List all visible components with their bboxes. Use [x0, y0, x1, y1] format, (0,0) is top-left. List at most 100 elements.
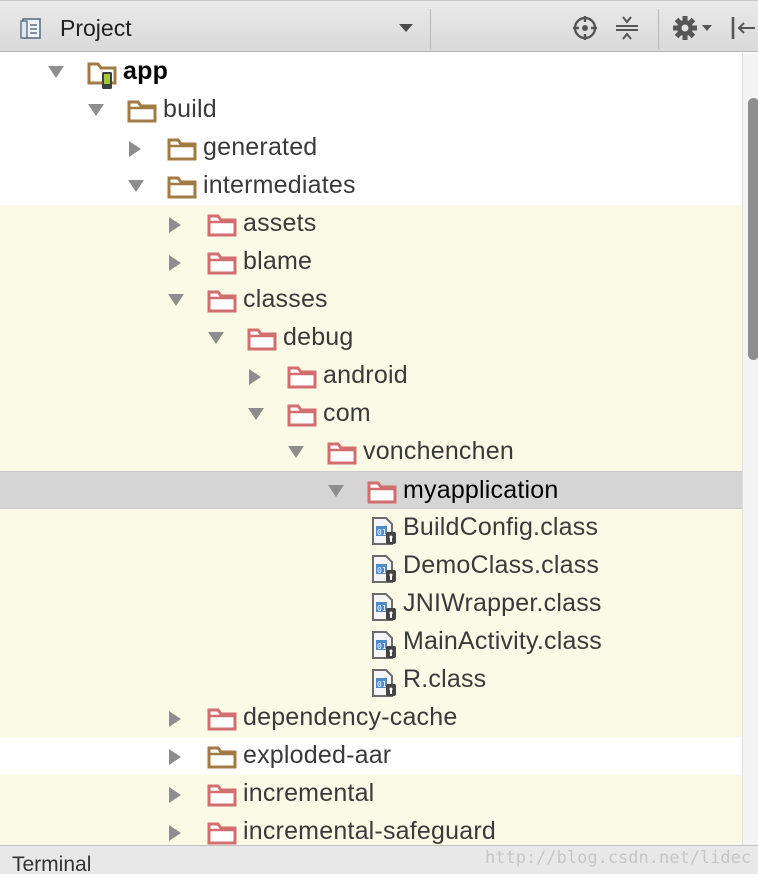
folder-icon: [167, 174, 197, 205]
tree-item-label: debug: [283, 323, 354, 351]
tree-row[interactable]: app: [0, 53, 742, 91]
excluded-folder-icon: [207, 706, 237, 737]
svg-text:01: 01: [377, 642, 387, 651]
toolbar-separator: [658, 9, 659, 49]
project-tree[interactable]: app build generated intermediates assets blam…: [0, 53, 742, 845]
class-file-icon: 01: [370, 516, 398, 551]
excluded-folder-icon: [287, 402, 317, 433]
tree-item-label: exploded-aar: [243, 741, 392, 769]
tree-row[interactable]: blame: [0, 243, 742, 281]
tree-row[interactable]: incremental: [0, 775, 742, 813]
tree-item-label: build: [163, 95, 217, 123]
tree-collapse-arrow-icon[interactable]: [127, 140, 143, 163]
excluded-folder-icon: [207, 288, 237, 319]
tree-row[interactable]: 01 DemoClass.class: [0, 547, 742, 585]
tree-row[interactable]: vonchenchen: [0, 433, 742, 471]
hide-panel-icon[interactable]: [730, 15, 756, 46]
tree-item-label: DemoClass.class: [403, 551, 600, 579]
tree-row[interactable]: assets: [0, 205, 742, 243]
project-toolbar: Project: [0, 0, 758, 52]
android-module-icon: [87, 60, 119, 95]
tree-collapse-arrow-icon[interactable]: [167, 786, 183, 809]
collapse-all-icon[interactable]: [614, 15, 640, 46]
tree-item-label: com: [323, 399, 371, 427]
project-view-icon: [20, 18, 42, 45]
tree-collapse-arrow-icon[interactable]: [247, 368, 263, 391]
tree-row[interactable]: debug: [0, 319, 742, 357]
tree-expand-arrow-icon[interactable]: [87, 102, 105, 123]
tree-expand-arrow-icon[interactable]: [47, 64, 65, 85]
tree-row[interactable]: generated: [0, 129, 742, 167]
tree-item-label: incremental: [243, 779, 375, 807]
tree-item-label: JNIWrapper.class: [403, 589, 602, 617]
excluded-folder-icon: [207, 250, 237, 281]
scrollbar-thumb[interactable]: [748, 98, 758, 360]
settings-gear-icon[interactable]: [672, 15, 714, 46]
tree-item-label: R.class: [403, 665, 487, 693]
tree-row[interactable]: dependency-cache: [0, 699, 742, 737]
excluded-folder-icon: [287, 364, 317, 395]
tree-row[interactable]: com: [0, 395, 742, 433]
svg-text:01: 01: [377, 566, 387, 575]
excluded-folder-icon: [207, 820, 237, 845]
tree-item-label: generated: [203, 133, 318, 161]
tree-item-label: app: [123, 57, 169, 85]
dropdown-caret-icon: [398, 21, 414, 39]
excluded-folder-icon: [327, 440, 357, 471]
toolbar-separator: [430, 9, 431, 49]
tree-row[interactable]: build: [0, 91, 742, 129]
tree-row[interactable]: incremental-safeguard: [0, 813, 742, 845]
tree-item-label: android: [323, 361, 408, 389]
tree-collapse-arrow-icon[interactable]: [167, 254, 183, 277]
tree-item-label: myapplication: [403, 476, 559, 504]
tree-expand-arrow-icon[interactable]: [167, 292, 185, 313]
project-view-selector[interactable]: Project: [0, 9, 428, 49]
excluded-folder-icon: [207, 212, 237, 243]
tree-item-label: BuildConfig.class: [403, 513, 599, 541]
excluded-folder-icon: [207, 782, 237, 813]
tree-row[interactable]: 01 JNIWrapper.class: [0, 585, 742, 623]
class-file-icon: 01: [370, 592, 398, 627]
tree-expand-arrow-icon[interactable]: [287, 444, 305, 465]
project-view-label: Project: [60, 15, 132, 41]
folder-icon: [127, 98, 157, 129]
class-file-icon: 01: [370, 668, 398, 703]
tree-item-label: assets: [243, 209, 317, 237]
excluded-folder-icon: [367, 479, 397, 510]
tree-item-label: blame: [243, 247, 313, 275]
svg-text:01: 01: [377, 680, 387, 689]
watermark-text: http://blog.csdn.net/lidec: [485, 848, 752, 868]
tree-row[interactable]: exploded-aar: [0, 737, 742, 775]
tree-row[interactable]: 01 R.class: [0, 661, 742, 699]
tree-collapse-arrow-icon[interactable]: [167, 710, 183, 733]
tree-row[interactable]: android: [0, 357, 742, 395]
tree-collapse-arrow-icon[interactable]: [167, 748, 183, 771]
tree-expand-arrow-icon[interactable]: [247, 406, 265, 427]
tree-item-label: classes: [243, 285, 328, 313]
tree-item-label: intermediates: [203, 171, 356, 199]
tree-row[interactable]: myapplication: [0, 471, 742, 509]
tree-expand-arrow-icon[interactable]: [327, 483, 345, 504]
locate-icon[interactable]: [572, 15, 598, 46]
class-file-icon: 01: [370, 630, 398, 665]
tree-expand-arrow-icon[interactable]: [127, 178, 145, 199]
tree-item-label: dependency-cache: [243, 703, 458, 731]
terminal-tab[interactable]: Terminal: [12, 853, 92, 876]
tree-expand-arrow-icon[interactable]: [207, 330, 225, 351]
tree-row[interactable]: 01 BuildConfig.class: [0, 509, 742, 547]
bottom-tool-bar: Terminal http://blog.csdn.net/lidec: [0, 845, 758, 876]
tree-row[interactable]: classes: [0, 281, 742, 319]
tree-collapse-arrow-icon[interactable]: [167, 824, 183, 845]
svg-text:01: 01: [377, 604, 387, 613]
excluded-folder-icon: [247, 326, 277, 357]
tree-item-label: incremental-safeguard: [243, 817, 496, 845]
folder-icon: [207, 744, 237, 775]
tree-collapse-arrow-icon[interactable]: [167, 216, 183, 239]
class-file-icon: 01: [370, 554, 398, 589]
svg-text:01: 01: [377, 528, 387, 537]
tree-item-label: vonchenchen: [363, 437, 514, 465]
vertical-scrollbar[interactable]: [742, 53, 758, 845]
folder-icon: [167, 136, 197, 167]
tree-row[interactable]: intermediates: [0, 167, 742, 205]
